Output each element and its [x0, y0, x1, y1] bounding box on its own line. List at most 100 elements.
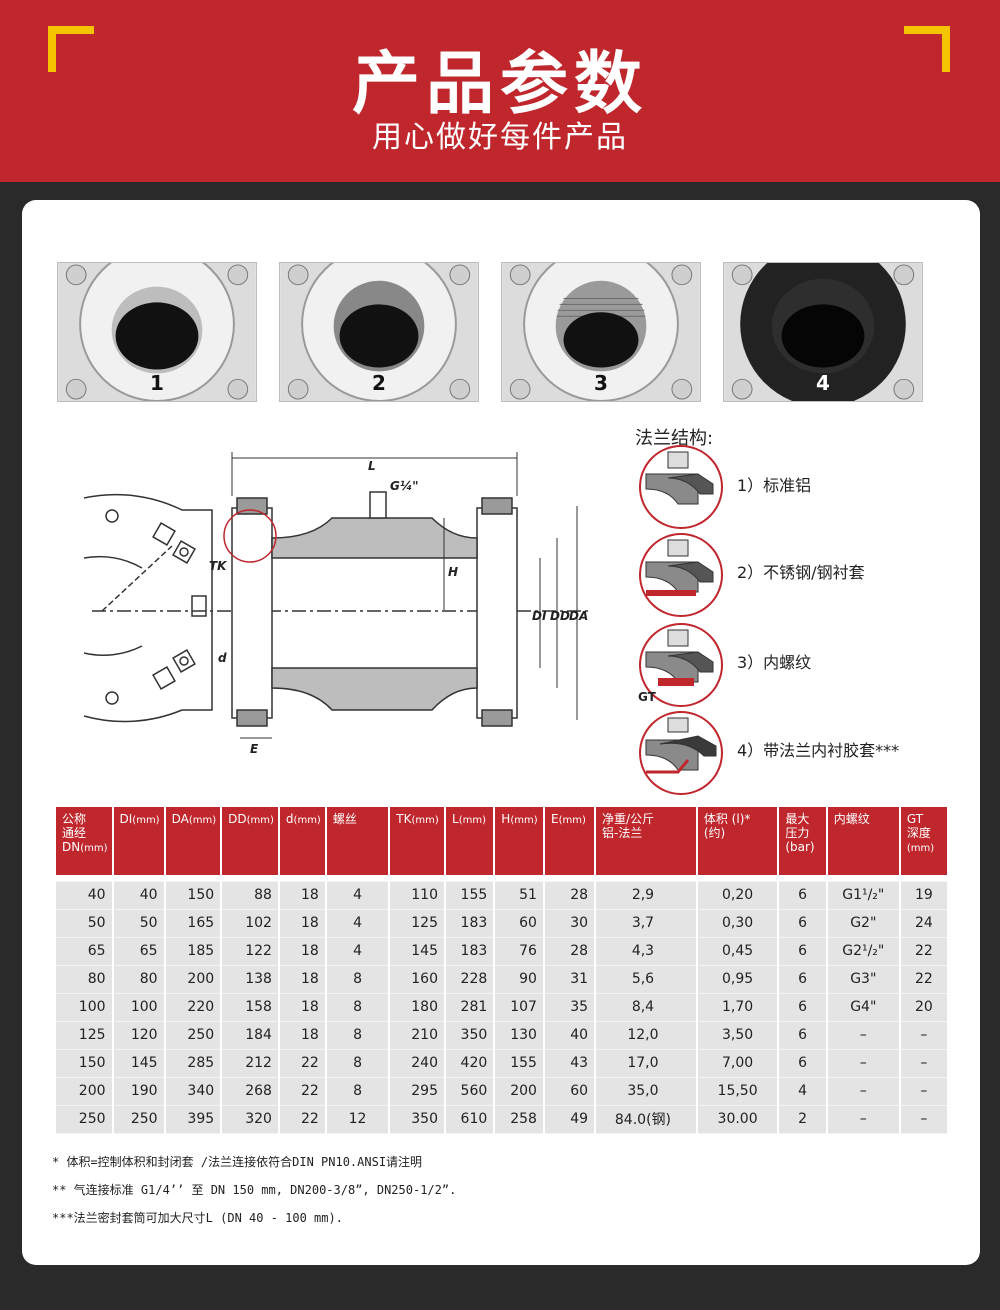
table-cell: 185	[164, 937, 223, 966]
column-header: TK(mm)	[389, 807, 446, 875]
table-cell: 340	[164, 1077, 223, 1106]
column-header-unit: (mm)	[906, 843, 935, 854]
column-header-text: DA	[171, 812, 189, 826]
label-d: d	[218, 651, 227, 665]
table-cell: 60	[494, 909, 545, 938]
table-cell: 220	[164, 993, 223, 1022]
table-cell: 0,45	[696, 937, 780, 966]
column-header-unit: (mm)	[510, 815, 538, 826]
table-cell: 49	[543, 1105, 597, 1134]
table-cell: 28	[543, 881, 597, 910]
note-1: * 体积=控制体积和封闭套 /法兰连接依符合DIN PN10.ANSI请注明	[52, 1155, 423, 1169]
table-cell: 258	[494, 1105, 545, 1134]
column-header-text: 净重/公斤 铝-法兰	[602, 812, 655, 840]
table-cell: 3,50	[696, 1021, 780, 1050]
flange-detail-label-3: 3）内螺纹	[737, 653, 812, 672]
table-cell: 8	[325, 965, 391, 994]
column-header-text: GT 深度	[906, 812, 931, 840]
column-header-unit: (mm)	[558, 815, 586, 826]
table-cell: 350	[389, 1105, 446, 1134]
table-cell: 7,00	[696, 1049, 780, 1078]
column-header-unit: (mm)	[188, 815, 217, 826]
table-cell: 90	[494, 965, 545, 994]
table-cell: 102	[221, 909, 280, 938]
table-cell: 183	[445, 937, 496, 966]
table-cell: 110	[389, 881, 446, 910]
table-cell: 24	[899, 909, 950, 938]
column-header-text: H	[501, 812, 511, 826]
table-cell: 0,20	[696, 881, 780, 910]
table-cell: G3"	[826, 965, 901, 994]
column-header-unit: (mm)	[411, 815, 439, 826]
table-cell: G1¹/₂"	[826, 881, 901, 910]
table-cell: 6	[778, 909, 828, 938]
table-cell: 43	[543, 1049, 597, 1078]
column-header: 最大 压力 (bar)	[778, 807, 828, 875]
table-cell: 18	[278, 1021, 327, 1050]
table-cell: 18	[278, 965, 327, 994]
table-cell: –	[826, 1077, 901, 1106]
photo-number: 2	[372, 371, 386, 395]
table-cell: G4"	[826, 993, 901, 1022]
photo-number: 3	[594, 371, 608, 395]
label-GT: GT	[638, 690, 656, 704]
label-TK: TK	[209, 559, 228, 573]
table-cell: –	[826, 1021, 901, 1050]
table-cell: 4	[325, 909, 391, 938]
column-header: DA(mm)	[164, 807, 223, 875]
table-cell: 12,0	[595, 1021, 698, 1050]
column-header: L(mm)	[445, 807, 496, 875]
table-cell: 200	[56, 1077, 114, 1106]
table-cell: 22	[278, 1049, 327, 1078]
page-subtitle: 用心做好每件产品	[372, 120, 628, 155]
table-cell: 250	[112, 1105, 166, 1134]
column-header-unit: (mm)	[132, 815, 160, 826]
column-header: 体积 (l)* (约)	[696, 807, 780, 875]
table-cell: 28	[543, 937, 597, 966]
table-cell: 200	[164, 965, 223, 994]
table-cell: 210	[389, 1021, 446, 1050]
table-cell: G2"	[826, 909, 901, 938]
column-header-unit: (mm)	[246, 815, 274, 826]
table-cell: –	[899, 1105, 950, 1134]
table-cell: 8	[325, 993, 391, 1022]
table-cell: 18	[278, 881, 327, 910]
flange-photo-3: 3	[501, 262, 701, 402]
table-cell: 6	[778, 881, 828, 910]
column-header: DI(mm)	[112, 807, 166, 875]
table-cell: 18	[278, 909, 327, 938]
table-cell: 2	[778, 1105, 828, 1134]
table-cell: 295	[389, 1077, 446, 1106]
table-cell: 8	[325, 1077, 391, 1106]
label-L: L	[368, 459, 376, 473]
label-DD: DD	[550, 609, 570, 623]
table-cell: 22	[278, 1105, 327, 1134]
table-cell: –	[826, 1049, 901, 1078]
table-cell: 100	[112, 993, 166, 1022]
table-cell: 420	[445, 1049, 496, 1078]
table-cell: 76	[494, 937, 545, 966]
table-cell: 183	[445, 909, 496, 938]
table-cell: 150	[56, 1049, 114, 1078]
table-cell: 228	[445, 965, 496, 994]
table-cell: 165	[164, 909, 223, 938]
table-cell: 122	[221, 937, 280, 966]
column-header: 净重/公斤 铝-法兰	[595, 807, 698, 875]
table-cell: 0,95	[696, 965, 780, 994]
table-cell: 31	[543, 965, 597, 994]
column-header-text: 公称 通经 DN	[62, 812, 87, 854]
table-cell: 80	[112, 965, 166, 994]
table-cell: 610	[445, 1105, 496, 1134]
table-cell: 212	[221, 1049, 280, 1078]
column-header-text: 内螺纹	[833, 812, 870, 826]
column-header-text: 最大 压力 (bar)	[785, 812, 815, 854]
table-cell: 2,9	[595, 881, 698, 910]
table-cell: 100	[56, 993, 114, 1022]
table-cell: 107	[494, 993, 545, 1022]
table-cell: 4	[325, 937, 391, 966]
